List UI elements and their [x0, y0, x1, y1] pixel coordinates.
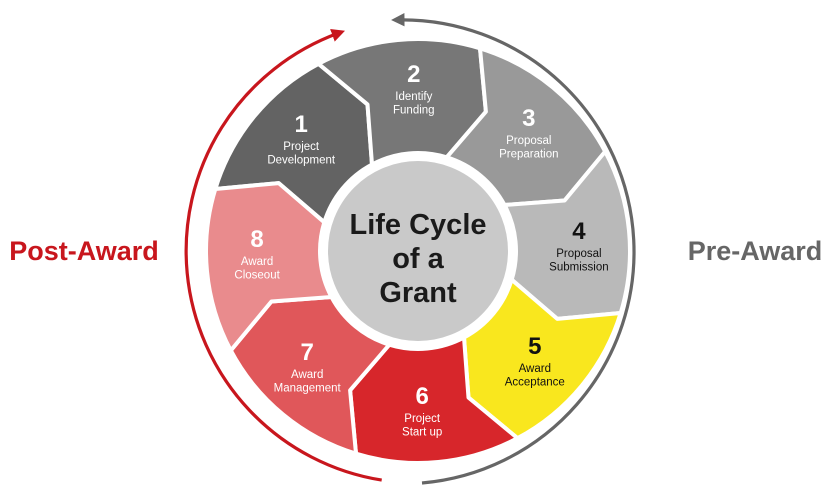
step-3-number: 3 [522, 105, 535, 132]
step-5-label-line-1: Award [519, 363, 551, 375]
pre-award-arc [391, 13, 636, 485]
step-3-label-line-2: Preparation [499, 149, 558, 161]
step-8-label-line-2: Closeout [234, 270, 280, 282]
pre-award-label: Pre-Award [688, 236, 823, 266]
center-title-line-3: Grant [379, 277, 457, 309]
step-8-shape [204, 181, 334, 353]
step-1-number: 1 [295, 111, 308, 138]
step-8-number: 8 [250, 226, 263, 253]
step-7-label-line-1: Award [291, 369, 323, 381]
step-5-label-line-2: Acceptance [505, 376, 565, 388]
step-5-number: 5 [528, 333, 541, 360]
center-title-line-2: of a [392, 243, 444, 275]
step-4-number: 4 [572, 218, 586, 245]
step-1-label-line-2: Development [267, 155, 336, 167]
step-7-number: 7 [301, 339, 314, 366]
step-4-label-line-1: Proposal [556, 248, 601, 260]
step-3-label-line-1: Proposal [506, 135, 551, 147]
step-6-number: 6 [416, 383, 429, 410]
step-1-label-line-1: Project [283, 141, 320, 153]
post-award-arc [184, 28, 382, 482]
post-award-label: Post-Award [9, 236, 159, 266]
step-2-label-line-2: Funding [393, 105, 435, 117]
step-8-label-line-1: Award [241, 256, 273, 268]
center-title-line-1: Life Cycle [350, 209, 487, 241]
step-7-label-line-2: Management [274, 382, 342, 394]
step-6-label-line-1: Project [404, 413, 441, 425]
step-2-number: 2 [407, 61, 420, 88]
center-hub [322, 155, 514, 347]
step-2-label-line-1: Identify [395, 91, 432, 103]
step-6-label-line-2: Start up [402, 426, 442, 438]
step-4-label-line-2: Submission [549, 261, 608, 273]
